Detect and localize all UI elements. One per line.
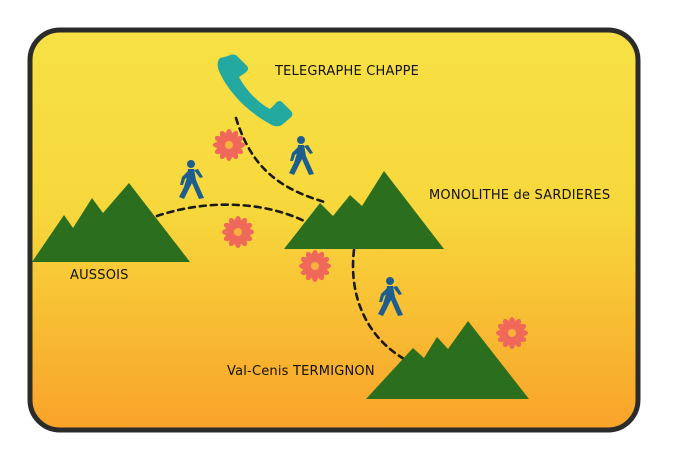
mountain-icon bbox=[32, 183, 190, 262]
trail-telegraphe-to-monolithe bbox=[234, 116, 330, 205]
location-label-val-cenis-termignon: Val-Cenis TERMIGNON bbox=[227, 364, 375, 379]
trail-monolithe-to-termignon bbox=[351, 248, 408, 362]
mountain-icon bbox=[284, 171, 444, 249]
location-label-monolithe-de-sardieres: MONOLITHE de SARDIERES bbox=[429, 188, 611, 203]
location-label-telegraphe-chappe: TELEGRAPHE CHAPPE bbox=[275, 64, 420, 79]
trail-aussois-to-monolithe bbox=[155, 203, 312, 226]
trail-paths bbox=[155, 116, 408, 362]
location-label-aussois: AUSSOIS bbox=[70, 268, 129, 283]
mountain-icon bbox=[366, 321, 529, 399]
telephone-icon bbox=[217, 54, 293, 127]
